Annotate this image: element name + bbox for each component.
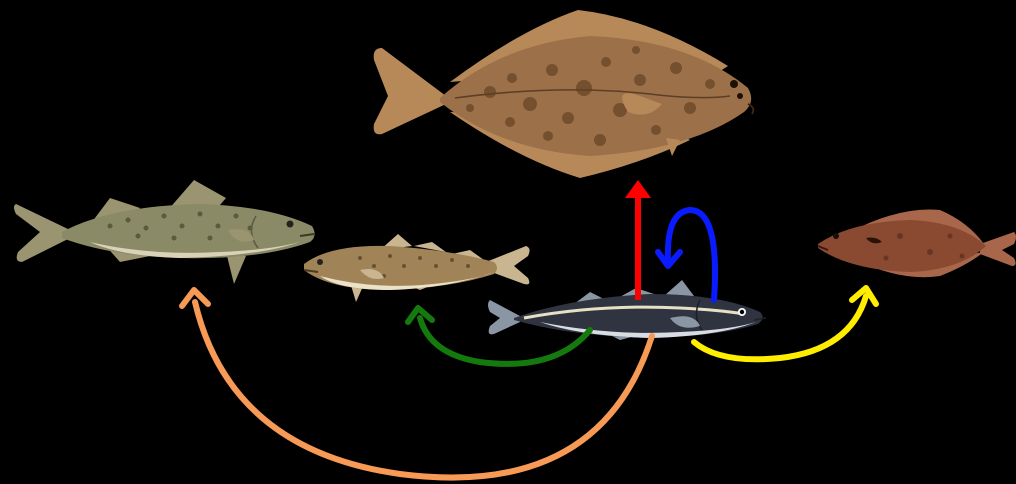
eye-icon bbox=[730, 80, 738, 88]
eye-icon bbox=[287, 221, 294, 228]
eye-icon bbox=[833, 233, 839, 239]
eye-icon bbox=[317, 259, 323, 265]
